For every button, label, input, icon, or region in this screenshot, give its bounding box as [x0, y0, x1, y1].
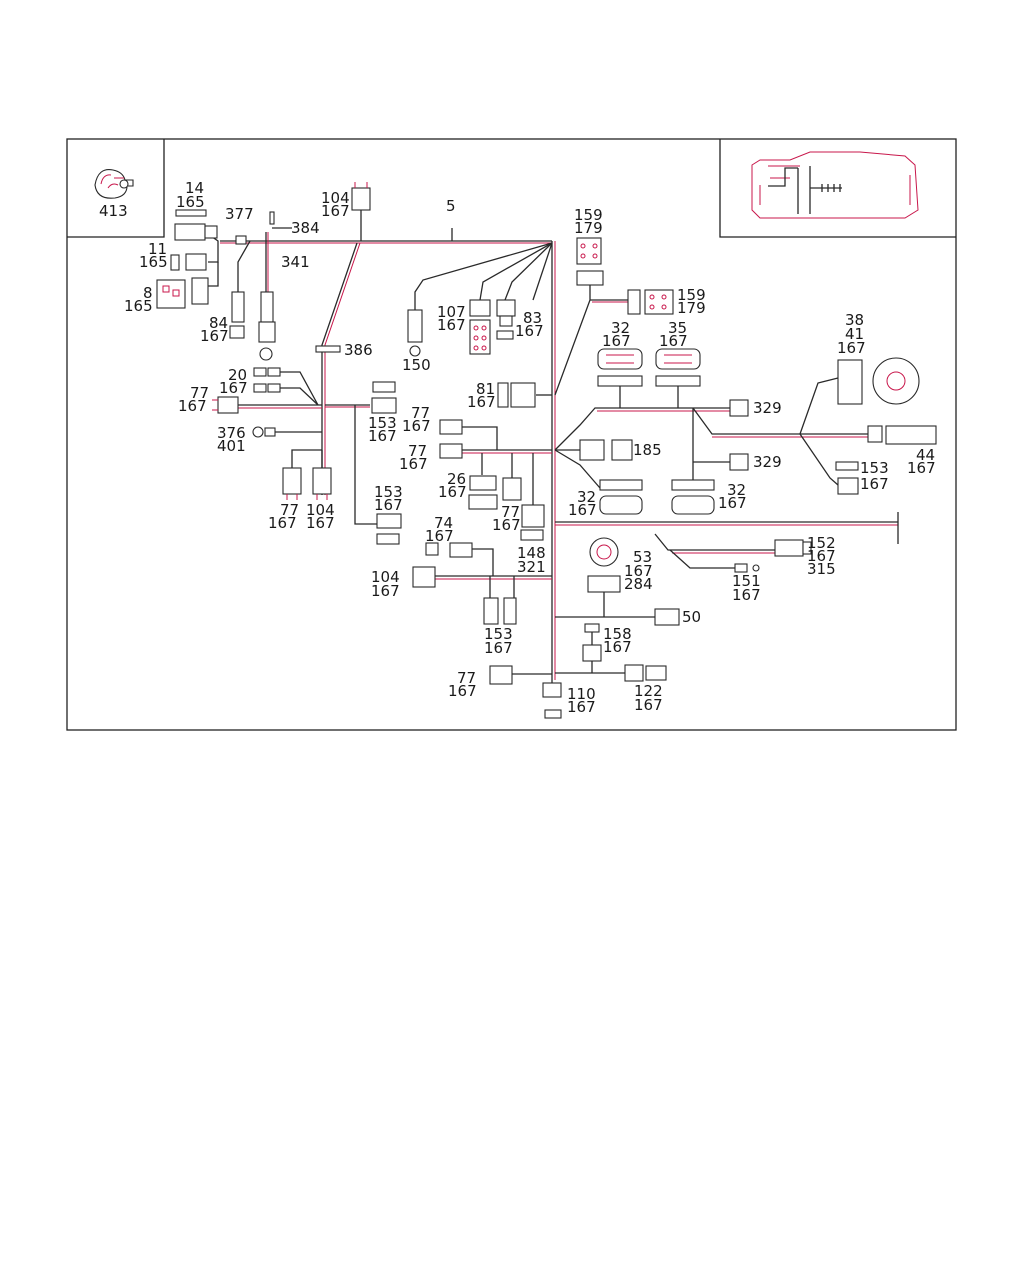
label-32-b: 32 — [577, 488, 596, 506]
label-167-j: 167 — [659, 332, 688, 350]
label-315: 315 — [807, 560, 836, 578]
label-167-g: 167 — [437, 316, 466, 334]
label-35: 35 — [668, 319, 687, 337]
label-165-a: 165 — [176, 193, 205, 211]
label-5: 5 — [446, 197, 456, 215]
label-167-v: 167 — [567, 698, 596, 716]
label-122: 122 — [634, 682, 663, 700]
label-167-m: 167 — [402, 417, 431, 435]
label-77-c: 77 — [411, 404, 430, 422]
label-153-d: 153 — [860, 459, 889, 477]
label-167-p: 167 — [374, 496, 403, 514]
label-167-t: 167 — [484, 639, 513, 657]
label-158: 158 — [603, 625, 632, 643]
label-38: 38 — [845, 311, 864, 329]
label-165-c: 165 — [124, 297, 153, 315]
label-167-a: 167 — [321, 202, 350, 220]
label-104-c: 104 — [371, 568, 400, 586]
label-167-r: 167 — [425, 527, 454, 545]
label-77-f: 77 — [457, 669, 476, 687]
label-153-a: 153 — [368, 414, 397, 432]
label-167-e: 167 — [268, 514, 297, 532]
label-167-ac: 167 — [807, 547, 836, 565]
label-167-h: 167 — [515, 322, 544, 340]
label-284: 284 — [624, 575, 653, 593]
label-167-s: 167 — [371, 582, 400, 600]
label-32-c: 32 — [727, 481, 746, 499]
label-167-i: 167 — [602, 332, 631, 350]
inset-label: 413 — [99, 202, 128, 220]
label-159-b: 159 — [677, 286, 706, 304]
label-77-b: 77 — [280, 501, 299, 519]
label-44: 44 — [916, 446, 935, 464]
label-167-ae: 167 — [603, 638, 632, 656]
label-167-c: 167 — [219, 379, 248, 397]
label-167-ad: 167 — [732, 586, 761, 604]
label-384: 384 — [291, 219, 320, 237]
label-152: 152 — [807, 534, 836, 552]
label-20: 20 — [228, 366, 247, 384]
clip-413-icon — [94, 169, 134, 199]
label-148: 148 — [517, 544, 546, 562]
label-77-a: 77 — [190, 384, 209, 402]
label-167-k: 167 — [467, 393, 496, 411]
label-165-b: 165 — [139, 253, 168, 271]
label-84: 84 — [209, 314, 228, 332]
label-321: 321 — [517, 558, 546, 576]
label-110: 110 — [567, 685, 596, 703]
label-159-a: 159 — [574, 206, 603, 224]
harness-wires — [204, 210, 899, 683]
vehicle-location-icon — [751, 151, 919, 219]
diagram-frame — [66, 138, 957, 731]
label-153-b: 153 — [374, 483, 403, 501]
label-185: 185 — [633, 441, 662, 459]
label-179-b: 179 — [677, 299, 706, 317]
label-77-d: 77 — [408, 442, 427, 460]
label-376: 376 — [217, 424, 246, 442]
label-41: 41 — [845, 325, 864, 343]
label-150: 150 — [402, 356, 431, 374]
label-8: 8 — [143, 284, 153, 302]
label-329-a: 329 — [753, 399, 782, 417]
label-107: 107 — [437, 303, 466, 321]
label-50: 50 — [682, 608, 701, 626]
label-341: 341 — [281, 253, 310, 271]
label-153-c: 153 — [484, 625, 513, 643]
label-167-d: 167 — [178, 397, 207, 415]
label-53: 53 — [633, 548, 652, 566]
label-167-u: 167 — [448, 682, 477, 700]
label-11: 11 — [148, 240, 167, 258]
label-14: 14 — [185, 179, 204, 197]
label-167-aa: 167 — [860, 475, 889, 493]
label-386: 386 — [344, 341, 373, 359]
label-26: 26 — [447, 470, 466, 488]
label-74: 74 — [434, 514, 453, 532]
label-167-b: 167 — [200, 327, 229, 345]
label-167-n: 167 — [399, 455, 428, 473]
label-167-l: 167 — [368, 427, 397, 445]
label-167-f: 167 — [306, 514, 335, 532]
label-167-y: 167 — [837, 339, 866, 357]
label-167-z: 167 — [907, 459, 936, 477]
label-104-b: 104 — [306, 501, 335, 519]
label-151: 151 — [732, 572, 761, 590]
label-167-ab: 167 — [624, 562, 653, 580]
harness-parts — [156, 182, 937, 719]
label-329-b: 329 — [753, 453, 782, 471]
label-179-a: 179 — [574, 219, 603, 237]
label-104-a: 104 — [321, 189, 350, 207]
label-77-e: 77 — [501, 503, 520, 521]
label-167-af: 167 — [634, 696, 663, 714]
label-81: 81 — [476, 380, 495, 398]
label-401: 401 — [217, 437, 246, 455]
label-167-o: 167 — [438, 483, 467, 501]
label-167-x: 167 — [718, 494, 747, 512]
label-377: 377 — [225, 205, 254, 223]
part-labels: 14 165 377 384 104 167 5 11 165 341 8 16… — [124, 179, 936, 716]
label-32-a: 32 — [611, 319, 630, 337]
label-167-w: 167 — [568, 501, 597, 519]
label-83: 83 — [523, 309, 542, 327]
label-167-q: 167 — [492, 516, 521, 534]
